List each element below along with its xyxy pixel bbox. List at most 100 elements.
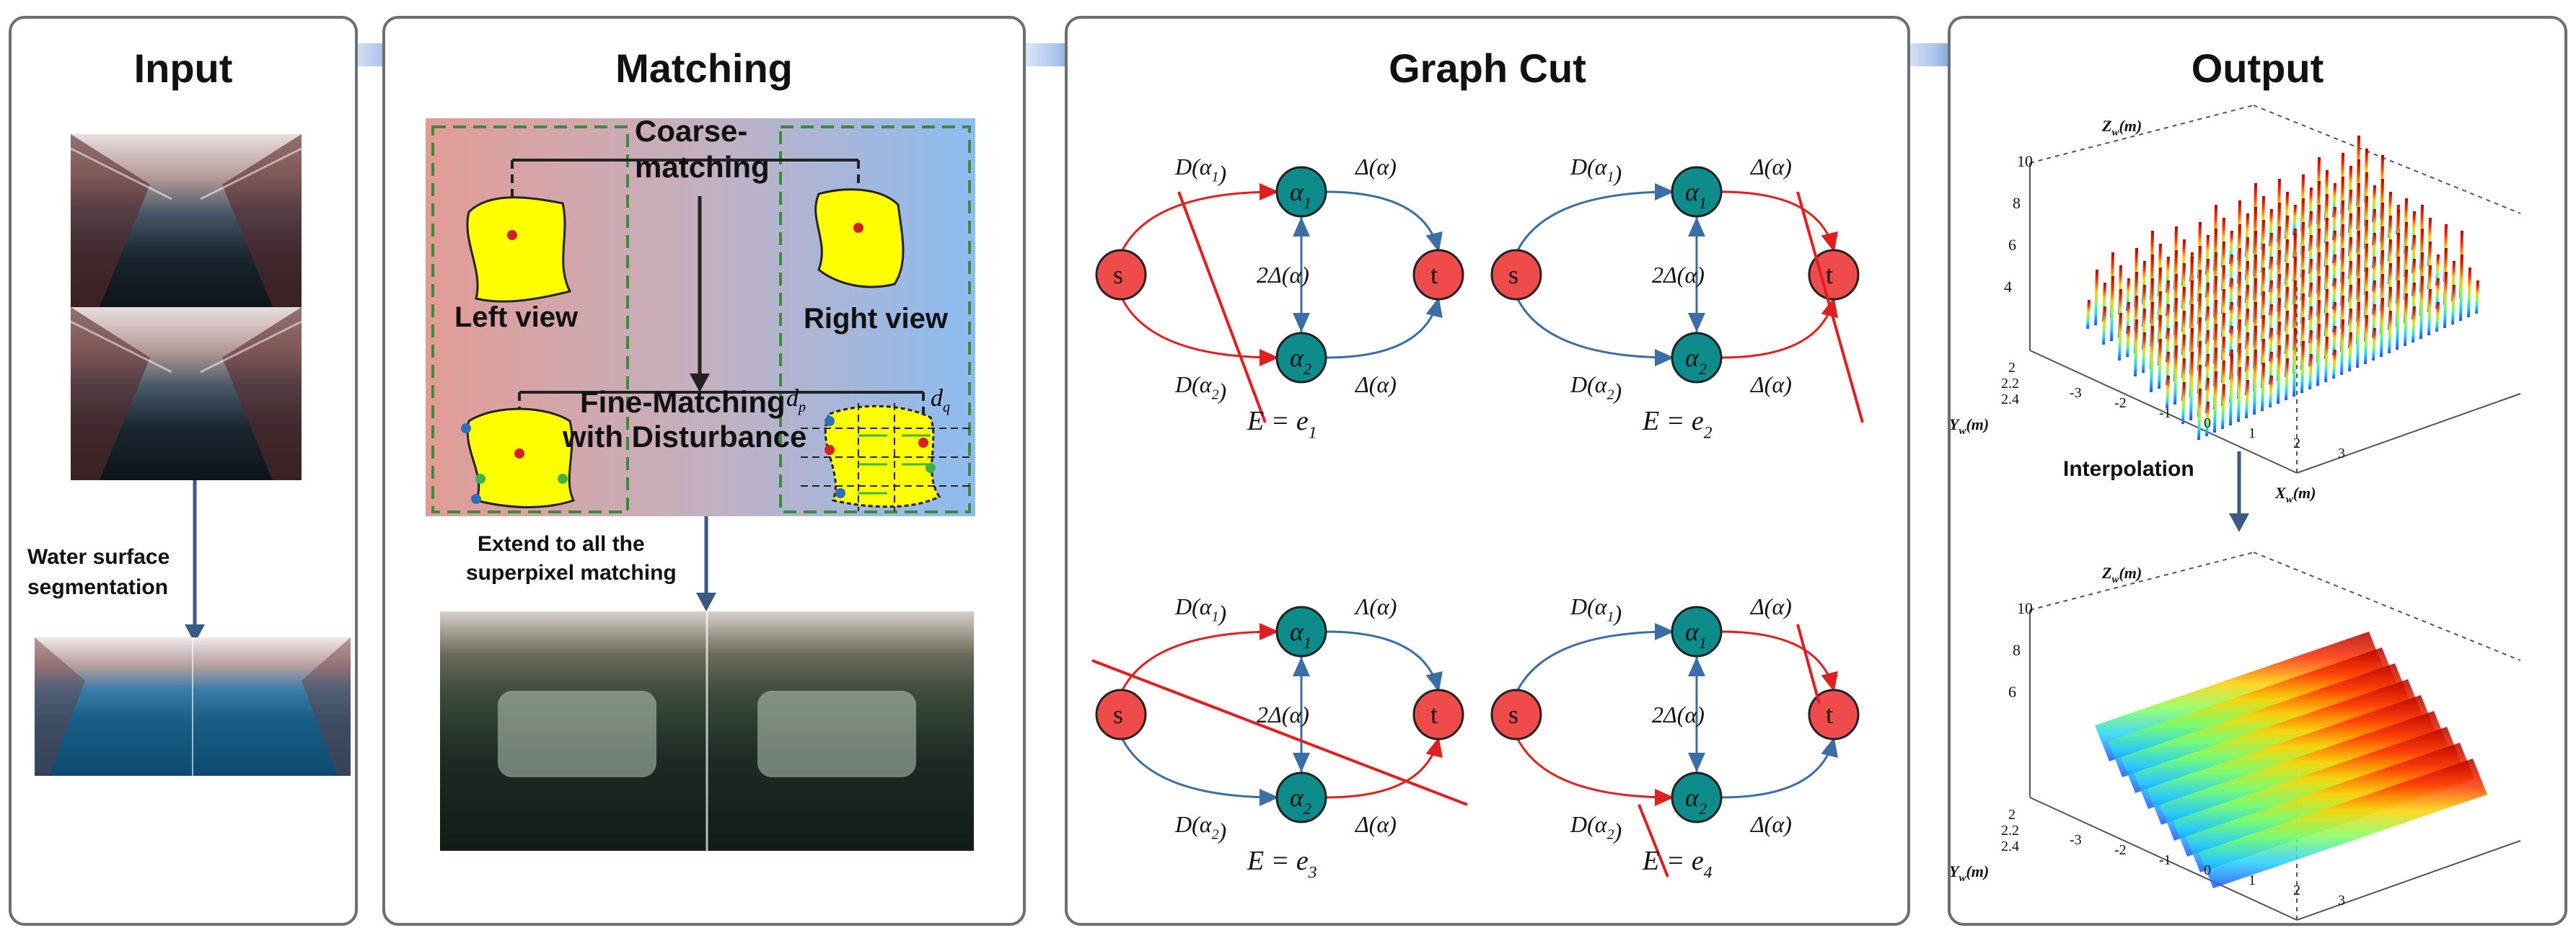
z-tick-label: 6 — [2008, 236, 2016, 254]
alpha1-node — [1671, 166, 1723, 218]
edge-label-two-delta: 2Δ(α) — [1652, 262, 1705, 288]
edge-label-bottom-right: Δ(α) — [1749, 811, 1792, 837]
interpolated-surface-band — [2199, 759, 2487, 888]
source-node — [1490, 249, 1542, 301]
axis-line — [2029, 552, 2254, 611]
point-cloud-strip — [2316, 323, 2321, 386]
source-node — [1095, 689, 1147, 740]
point-cloud-strip — [2118, 312, 2122, 361]
point-cloud-strip — [2253, 349, 2257, 415]
alpha1-node-label: α1 — [1290, 177, 1311, 212]
point-cloud-strip — [2102, 306, 2106, 345]
x-tick-label: 0 — [2204, 415, 2211, 431]
point-cloud-strip — [2451, 284, 2456, 325]
alpha1-node — [1275, 606, 1327, 658]
edge-label-two-delta: 2Δ(α) — [1257, 702, 1309, 728]
axis-line — [2029, 105, 2254, 164]
left-superpixel-blob — [466, 196, 572, 303]
x-tick-label: 1 — [2248, 872, 2256, 888]
cut-line — [1638, 804, 1669, 877]
fine-matching-label-line1: Fine-Matching — [580, 385, 786, 419]
alpha2-node-label: α2 — [1685, 783, 1707, 818]
point-cloud-strip — [2173, 345, 2178, 405]
x-tick-label: 1 — [2248, 425, 2256, 441]
alpha1-node-label: α1 — [1290, 617, 1311, 652]
matching-diagram — [431, 125, 974, 513]
y-tick-label: 2 — [2008, 360, 2015, 376]
edge-label-bottom-right: Δ(α) — [1354, 811, 1397, 837]
output-3d-plots: Zw(m)Yw(m)Xw(m)1086422.22.4-3-2-10123Zw(… — [1951, 105, 2521, 921]
down-arrow-icon — [2229, 513, 2249, 532]
axis-line — [2253, 552, 2521, 661]
point-cloud-strip — [2308, 353, 2313, 390]
point-cloud-strip — [2412, 306, 2416, 343]
point-cloud-strip — [2380, 297, 2384, 358]
source-node — [1095, 249, 1147, 301]
water-mask-icon — [35, 637, 351, 776]
edge-label-d-alpha1: D(α1) — [1570, 154, 1622, 187]
coarse-matching-label-line2: matching — [635, 150, 770, 184]
sink-node-label: t — [1826, 700, 1833, 729]
left-view-label: Left view — [454, 301, 579, 333]
alpha2-node — [1275, 771, 1327, 823]
point-cloud-strip — [2150, 325, 2154, 393]
axis-line — [2029, 350, 2298, 474]
point-cloud-strip — [2158, 338, 2162, 389]
point-cloud-strip — [2324, 336, 2329, 383]
segmentation-label-line1: Water surface — [27, 545, 170, 569]
point-cloud-strip — [2189, 351, 2194, 421]
edge-label-bottom-right: Δ(α) — [1354, 371, 1397, 397]
alpha2-node — [1671, 332, 1723, 384]
edge-s-a1 — [1120, 623, 1279, 694]
z-tick-label: 8 — [2013, 641, 2021, 659]
x-tick-label: 3 — [2338, 446, 2345, 461]
right-view-box — [779, 125, 971, 513]
point-cloud-strip — [2467, 267, 2471, 318]
point-cloud-strip — [2237, 366, 2241, 423]
edge-a1-t — [1720, 630, 1838, 692]
z-tick-label: 4 — [2004, 278, 2012, 296]
edge-label-d-alpha1: D(α1) — [1570, 593, 1622, 627]
axis-line — [2296, 393, 2521, 474]
x-tick-label: 2 — [2293, 883, 2300, 898]
x-tick-label: -1 — [2159, 852, 2171, 868]
z-tick-label: 6 — [2008, 683, 2016, 701]
edge-s-a1 — [1515, 623, 1674, 694]
edge-label-d-alpha2: D(α2) — [1174, 371, 1226, 404]
superpixel-matching-image — [440, 611, 974, 851]
point-cloud-strip — [2205, 401, 2210, 437]
point-cloud-strip — [2475, 280, 2479, 314]
y-tick-label: 2.2 — [2001, 376, 2019, 392]
edge-a1-t — [1325, 190, 1443, 252]
output-panel: Output Zw(m)Yw(m)Xw(m)1086422.22.4-3-2-1… — [1948, 16, 2567, 926]
axis-line — [2029, 797, 2298, 921]
cut-line — [1091, 659, 1468, 806]
cut-line — [1177, 191, 1267, 423]
edge-label-two-delta: 2Δ(α) — [1257, 262, 1309, 288]
pool-lines-icon — [71, 134, 302, 307]
point-cloud-strip — [2356, 301, 2360, 368]
point-cloud-strip — [2340, 319, 2344, 376]
cut-line — [1796, 624, 1821, 704]
point-cloud-strip — [2142, 332, 2146, 373]
matching-title: Matching — [615, 45, 793, 91]
point-cloud-strip — [2388, 310, 2392, 354]
point-cloud-strip — [2427, 288, 2432, 336]
point-cloud-strip — [2293, 327, 2297, 397]
edge-a2-t — [1325, 737, 1443, 799]
input-title: Input — [133, 45, 233, 91]
edge-label-two-delta: 2Δ(α) — [1652, 702, 1705, 728]
cut-energy-label: E = e2 — [1642, 406, 1713, 442]
sink-node — [1808, 689, 1860, 740]
fine-matching-label-line2: with Disturbance — [563, 420, 807, 454]
matching-illustration: Coarse- matching Left view Right view Fi… — [426, 114, 975, 516]
pool-lines-icon — [71, 307, 302, 480]
alpha2-node-label: α2 — [1685, 343, 1707, 378]
alpha2-node — [1275, 332, 1327, 384]
edge-label-top-right: Λ(α) — [1353, 593, 1397, 619]
